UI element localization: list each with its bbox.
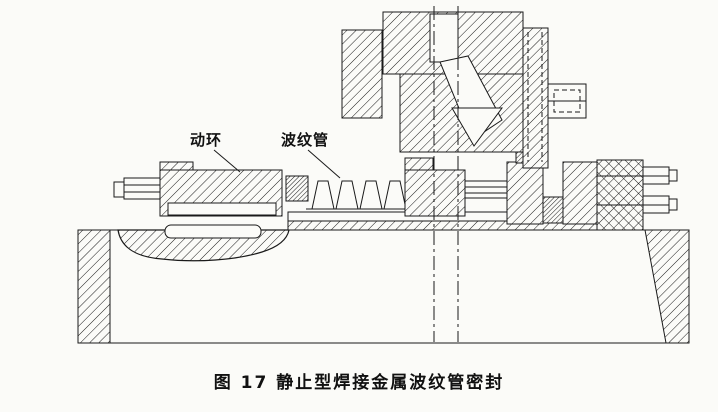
label-bellows: 波纹管 — [281, 131, 330, 149]
centerlines — [433, 6, 459, 342]
bolt-channel — [429, 13, 459, 63]
flange-bolt — [547, 83, 587, 119]
leader-line-moving-ring — [213, 149, 241, 173]
left-stud — [113, 177, 163, 200]
bellows — [306, 180, 408, 210]
shaft-right-section — [644, 229, 690, 344]
bellows-adapter — [404, 157, 466, 217]
shaft-left-section — [77, 229, 111, 344]
packing-ring — [285, 175, 309, 202]
right-stud — [464, 180, 508, 199]
broken-out-section — [117, 224, 290, 262]
leader-line-bellows — [307, 149, 341, 179]
funnel-port — [451, 107, 503, 147]
gland-housing — [341, 11, 549, 169]
stationary-seat-stack — [506, 148, 598, 225]
label-moving-ring: 动环 — [190, 131, 223, 149]
rotating-ring — [159, 161, 283, 217]
bolt-flange — [596, 159, 678, 231]
shaft — [77, 229, 690, 344]
shaft-groove — [164, 224, 262, 239]
figure-caption: 图 17 静止型焊接金属波纹管密封 — [213, 373, 505, 393]
